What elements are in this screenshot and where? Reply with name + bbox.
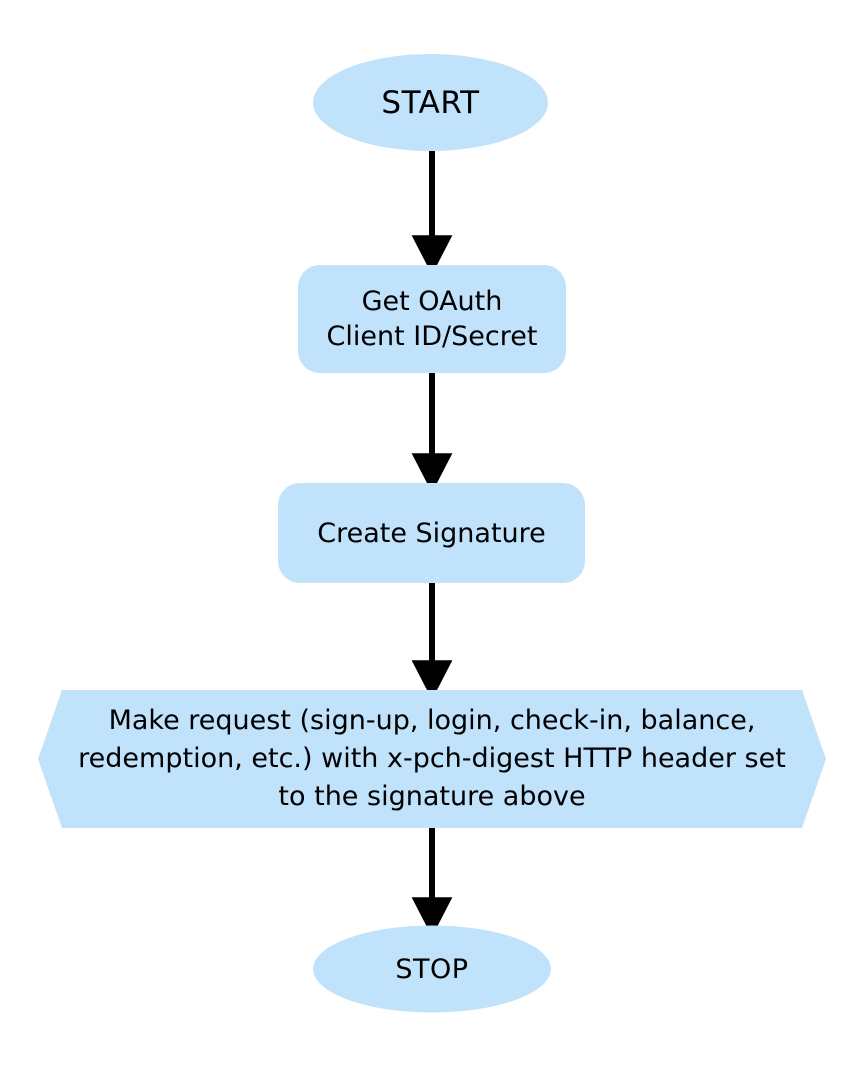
node-create-signature-shape[interactable] <box>278 483 585 583</box>
node-oauth-credentials-shape[interactable] <box>298 265 566 373</box>
node-make-request-shape[interactable] <box>38 690 826 828</box>
node-stop-shape[interactable] <box>313 925 551 1013</box>
node-start-shape[interactable] <box>313 54 548 151</box>
